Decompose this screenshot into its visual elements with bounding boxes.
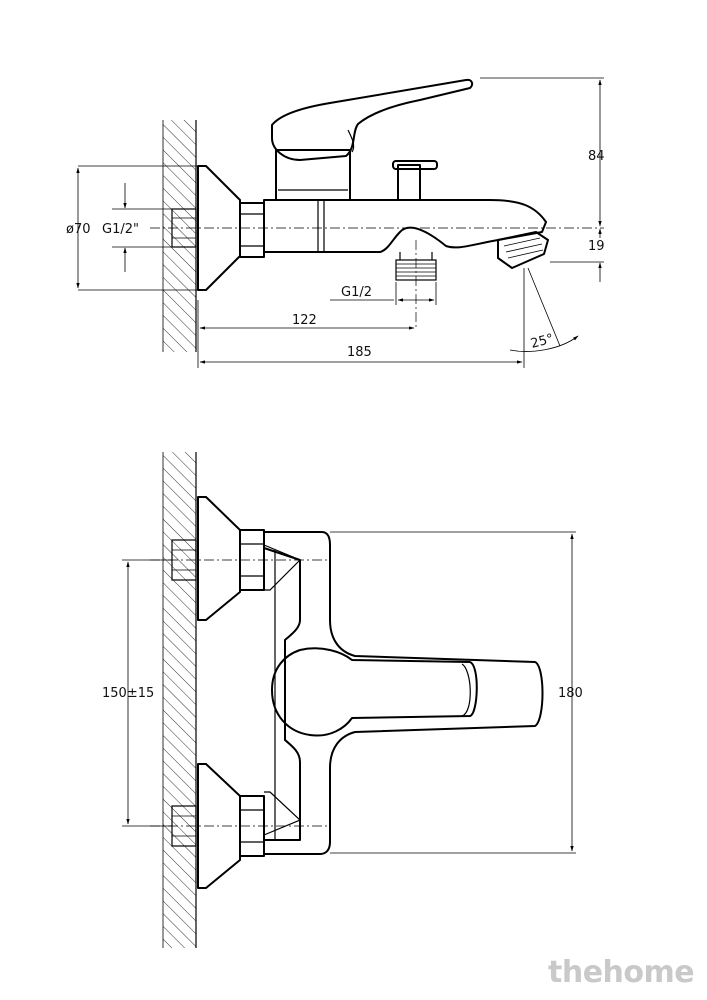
s-connector-upper bbox=[263, 544, 302, 591]
wall-hatch-bottom bbox=[163, 452, 196, 948]
front-view: 180 150±15 bbox=[102, 452, 583, 948]
side-view: ø70 G1/2" 84 19 G1/2 122 185 25° bbox=[66, 77, 605, 368]
hex-nut bbox=[239, 202, 265, 258]
dim-spacing-label: 150±15 bbox=[102, 686, 154, 701]
escutcheon-lower bbox=[197, 763, 241, 889]
diverter-knob bbox=[392, 160, 438, 170]
mixer-body bbox=[263, 199, 547, 253]
dim-122-label: 122 bbox=[292, 313, 317, 328]
dim-185-label: 185 bbox=[347, 345, 372, 360]
diverter-stem bbox=[397, 164, 421, 201]
dim-180-label: 180 bbox=[558, 686, 583, 701]
lever-handle bbox=[271, 78, 474, 161]
lever-front bbox=[271, 647, 478, 737]
dim-thread-outlet-label: G1/2 bbox=[341, 285, 372, 300]
wall-hatch-top bbox=[163, 120, 196, 352]
dim-angle-label: 25° bbox=[529, 331, 555, 351]
dim-84-label: 84 bbox=[588, 149, 605, 164]
s-connector-lower bbox=[263, 791, 302, 836]
escutcheon-upper bbox=[197, 496, 241, 621]
dim-diameter-label: ø70 bbox=[66, 222, 91, 237]
dim-19-label: 19 bbox=[588, 239, 605, 254]
watermark: thehome bbox=[548, 955, 695, 990]
cartridge bbox=[275, 149, 351, 201]
mixer-body-front bbox=[263, 531, 544, 855]
aerator bbox=[497, 231, 549, 269]
dim-thread-wall-label: G1/2" bbox=[102, 222, 139, 237]
